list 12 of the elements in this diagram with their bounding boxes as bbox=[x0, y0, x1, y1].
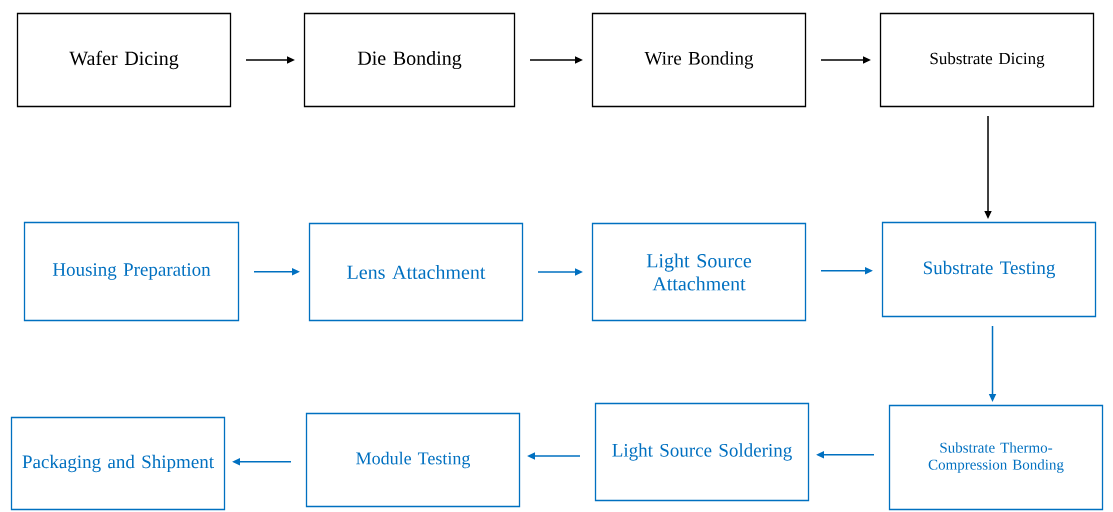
process-box: Light Source Soldering bbox=[594, 402, 810, 502]
process-box: Lens Attachment bbox=[308, 222, 524, 322]
process-box: Module Testing bbox=[305, 412, 521, 508]
process-box: Wafer Dicing bbox=[16, 12, 232, 108]
process-box: Housing Preparation bbox=[23, 221, 240, 322]
process-box: Die Bonding bbox=[303, 12, 516, 108]
process-box: Light Source Attachment bbox=[591, 222, 807, 322]
process-box: Substrate Testing bbox=[881, 221, 1097, 318]
process-box: Packaging and Shipment bbox=[10, 416, 226, 511]
process-box: Substrate Dicing bbox=[879, 12, 1095, 108]
process-box: Wire Bonding bbox=[591, 12, 807, 108]
process-box: Substrate Thermo-Compression Bonding bbox=[888, 404, 1104, 511]
